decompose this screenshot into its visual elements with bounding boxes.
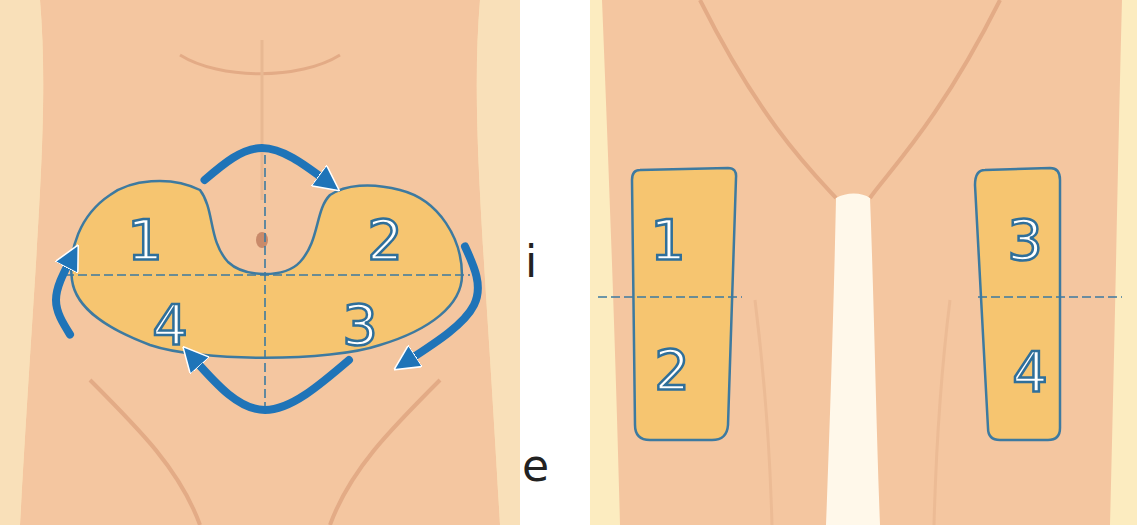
rotation-arrow (205, 148, 325, 180)
cropped-text: i (525, 240, 537, 284)
zone-number: 2 (367, 212, 403, 268)
divider-line (264, 155, 266, 410)
injection-area: 3 (265, 275, 465, 360)
zone-number: 2 (654, 342, 690, 398)
zone-number: 1 (127, 212, 163, 268)
arm-shade (477, 0, 520, 525)
hip-line (90, 380, 200, 525)
injection-area: 4 (975, 297, 1060, 440)
injection-area: 1 (70, 180, 265, 275)
hip-line (330, 380, 440, 525)
legs-skin (602, 0, 1122, 525)
injection-zone (632, 168, 736, 440)
muscle-line (934, 300, 950, 525)
muscle-line (261, 40, 264, 200)
muscle-line (755, 300, 772, 525)
zone-number: 4 (1012, 344, 1048, 400)
zone-number: 1 (650, 212, 686, 268)
rotation-arrow (409, 247, 478, 361)
leg-gap (826, 194, 880, 525)
injection-area: 4 (70, 275, 265, 360)
divider-line (598, 296, 742, 298)
injection-area: 2 (632, 297, 736, 440)
rotation-arrow (56, 261, 70, 335)
divider-line (978, 296, 1122, 298)
injection-area: 2 (265, 180, 465, 275)
groin-line (870, 0, 1000, 198)
panel-background (0, 0, 520, 525)
panel-background (590, 0, 1137, 525)
injection-area: 3 (975, 168, 1060, 297)
divider-line (65, 274, 470, 276)
injection-zone (975, 168, 1060, 440)
cropped-text: e (522, 444, 549, 488)
zone-number: 4 (152, 297, 188, 353)
muscle-line (180, 55, 340, 74)
zone-number: 3 (1007, 212, 1043, 268)
navel (256, 232, 268, 248)
injection-area: 1 (632, 168, 736, 297)
zone-number: 3 (342, 297, 378, 353)
injection-zone (71, 181, 462, 358)
torso-skin (20, 0, 500, 525)
rotation-arrow (195, 360, 349, 410)
arm-shade (0, 0, 43, 525)
